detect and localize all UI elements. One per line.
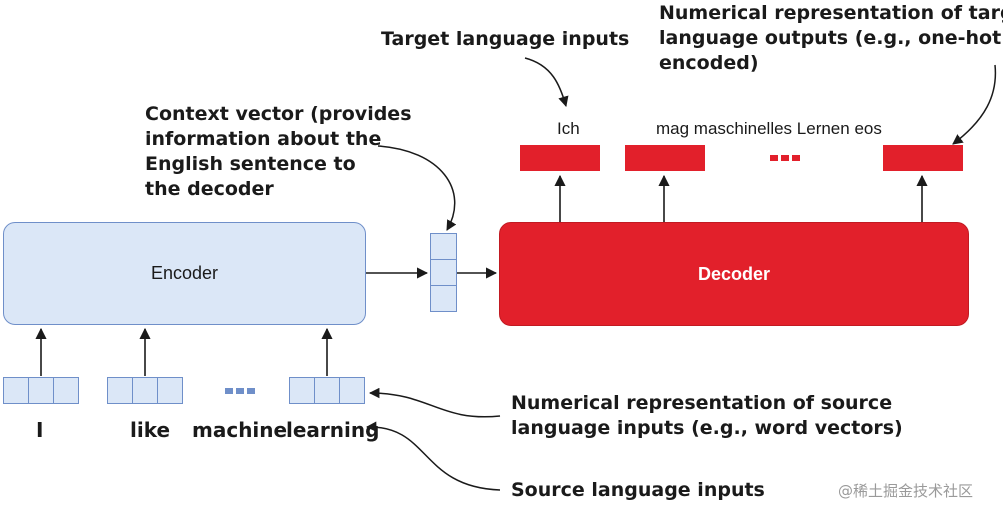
target-ellipsis-dots (770, 155, 800, 161)
target-output-vector-1 (520, 145, 600, 171)
context-vector-cell (430, 285, 457, 312)
source-word-machine: machine (192, 418, 288, 442)
label-target-outputs-line-2: language outputs (e.g., one-hot (659, 27, 1002, 49)
context-vector (430, 233, 457, 312)
encoder-label: Encoder (150, 263, 219, 283)
source-word-like: like (130, 418, 171, 442)
source-word-i: I (36, 418, 44, 442)
label-target-outputs: Numerical representation of target langu… (659, 1, 1003, 76)
callout-source-inputs (365, 421, 501, 491)
source-word-learning: learning (286, 418, 380, 442)
target-words-rest: mag maschinelles Lernen eos (656, 119, 882, 138)
context-vector-cell (430, 259, 457, 286)
target-output-vector-2 (625, 145, 705, 171)
context-vector-cell (430, 233, 457, 260)
vector-cell (339, 377, 365, 404)
callout-target-inputs (524, 57, 569, 108)
watermark: @稀土掘金技术社区 (838, 482, 974, 500)
label-target-outputs-line-1: Numerical representation of target (659, 2, 1003, 24)
vector-cell (289, 377, 315, 404)
label-source-inputs: Source language inputs (511, 479, 765, 501)
vector-cell (157, 377, 183, 404)
target-output-vector-3 (883, 145, 963, 171)
label-context-line-1: Context vector (provides (145, 103, 412, 125)
label-source-numerical-line-1: Numerical representation of source (511, 392, 893, 414)
label-target-inputs: Target language inputs (381, 28, 630, 50)
vector-cell (314, 377, 340, 404)
label-source-numerical: Numerical representation of source langu… (511, 391, 903, 441)
callout-target-outputs (952, 64, 997, 145)
label-source-numerical-line-2: language inputs (e.g., word vectors) (511, 417, 903, 439)
label-context-vector: Context vector (provides information abo… (145, 102, 412, 202)
vector-cell (28, 377, 54, 404)
decoder-label: Decoder (697, 263, 771, 284)
vector-cell (3, 377, 29, 404)
source-vector-like (107, 377, 183, 404)
label-context-line-4: the decoder (145, 178, 274, 200)
encoder-block: Encoder (3, 222, 366, 325)
source-ellipsis-dots (225, 388, 255, 394)
source-vector-learning (289, 377, 365, 404)
vector-cell (132, 377, 158, 404)
source-vector-i (3, 377, 79, 404)
callout-source-numerical (368, 387, 501, 418)
vector-cell (107, 377, 133, 404)
vector-cell (53, 377, 79, 404)
label-context-line-2: information about the (145, 128, 382, 150)
label-context-line-3: English sentence to (145, 153, 356, 175)
decoder-block: Decoder (499, 222, 969, 326)
callout-context-vector (377, 145, 457, 231)
target-word-ich: Ich (557, 119, 580, 138)
label-target-outputs-line-3: encoded) (659, 52, 759, 74)
